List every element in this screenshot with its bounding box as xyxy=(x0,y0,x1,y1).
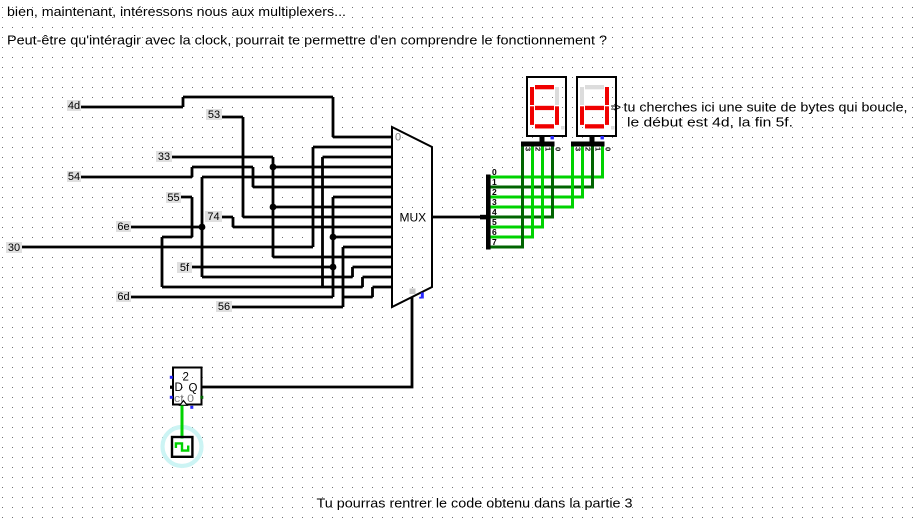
svg-text:30: 30 xyxy=(8,242,20,254)
svg-text:Peut-être qu'intéragir avec la: Peut-être qu'intéragir avec la clock, po… xyxy=(7,33,607,47)
svg-text:3: 3 xyxy=(574,147,583,151)
svg-text:1: 1 xyxy=(544,147,553,151)
svg-text:4: 4 xyxy=(492,207,497,217)
svg-text:5f: 5f xyxy=(180,262,190,274)
svg-text:ct 0: ct 0 xyxy=(174,393,194,405)
svg-text:1: 1 xyxy=(492,177,497,187)
svg-text:1: 1 xyxy=(594,147,603,151)
svg-text:7: 7 xyxy=(492,237,497,247)
svg-text:6: 6 xyxy=(492,227,497,237)
svg-text:le début est 4d, la fin 5f.: le début est 4d, la fin 5f. xyxy=(627,116,793,130)
svg-text:33: 33 xyxy=(158,151,170,163)
svg-text:0: 0 xyxy=(554,147,563,151)
svg-text:54: 54 xyxy=(68,171,80,183)
svg-text:5: 5 xyxy=(492,217,497,227)
svg-text:bien, maintenant, intéressons: bien, maintenant, intéressons nous aux m… xyxy=(7,5,346,19)
svg-text:2: 2 xyxy=(183,372,189,384)
svg-text:Q: Q xyxy=(189,383,198,395)
svg-text:0: 0 xyxy=(492,167,497,177)
svg-text:tu cherches ici une suite de b: tu cherches ici une suite de bytes qui b… xyxy=(624,101,908,115)
svg-text:56: 56 xyxy=(218,301,230,313)
svg-text:6d: 6d xyxy=(117,291,129,303)
svg-text:2: 2 xyxy=(584,147,593,151)
svg-text:74: 74 xyxy=(207,211,219,223)
svg-text:4d: 4d xyxy=(68,100,80,112)
svg-text:53: 53 xyxy=(208,109,220,121)
svg-text:0: 0 xyxy=(395,132,401,144)
svg-text:2: 2 xyxy=(492,187,497,197)
svg-text:3: 3 xyxy=(524,147,533,151)
svg-text:Tu pourras rentrer le code obt: Tu pourras rentrer le code obtenu dans l… xyxy=(317,497,633,511)
svg-text:0: 0 xyxy=(604,147,613,151)
svg-text:3: 3 xyxy=(492,197,497,207)
svg-text:D: D xyxy=(175,382,183,394)
svg-text:2: 2 xyxy=(534,147,543,151)
svg-text:MUX: MUX xyxy=(400,211,427,225)
svg-text:6e: 6e xyxy=(117,221,129,233)
svg-text:55: 55 xyxy=(167,192,179,204)
